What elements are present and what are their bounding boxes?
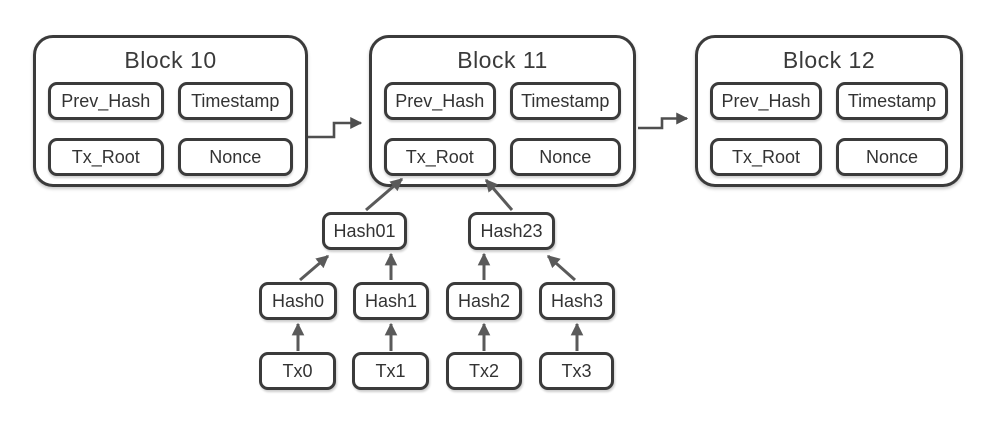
block-11-title: Block 11 xyxy=(457,47,548,73)
block-12-field-timestamp: Timestamp xyxy=(836,82,948,120)
merkle-node-hash0: Hash0 xyxy=(259,282,337,320)
block-12-fields: Prev_Hash Timestamp Tx_Root Nonce xyxy=(710,82,948,176)
block-10-fields: Prev_Hash Timestamp Tx_Root Nonce xyxy=(48,82,293,176)
connector-block11-to-block12 xyxy=(638,112,689,130)
merkle-node-tx2: Tx2 xyxy=(446,352,522,390)
merkle-node-hash1: Hash1 xyxy=(353,282,429,320)
block-10-field-prev-hash: Prev_Hash xyxy=(48,82,164,120)
block-12-field-nonce: Nonce xyxy=(836,138,948,176)
block-10: Block 10 Prev_Hash Timestamp Tx_Root Non… xyxy=(33,35,308,187)
block-11-field-timestamp: Timestamp xyxy=(509,82,621,120)
merkle-node-tx1: Tx1 xyxy=(352,352,429,390)
merkle-node-tx0: Tx0 xyxy=(259,352,336,390)
block-11-field-tx-root: Tx_Root xyxy=(384,138,496,176)
block-12-field-prev-hash: Prev_Hash xyxy=(710,82,822,120)
arrow-hash3-to-hash23 xyxy=(547,254,576,282)
block-11: Block 11 Prev_Hash Timestamp Tx_Root Non… xyxy=(369,35,636,187)
merkle-node-hash23: Hash23 xyxy=(468,212,555,250)
block-10-title: Block 10 xyxy=(124,47,217,73)
merkle-node-hash2: Hash2 xyxy=(446,282,522,320)
connector-block10-to-block11 xyxy=(308,117,363,139)
merkle-node-tx3: Tx3 xyxy=(539,352,614,390)
block-12: Block 12 Prev_Hash Timestamp Tx_Root Non… xyxy=(695,35,963,187)
block-11-fields: Prev_Hash Timestamp Tx_Root Nonce xyxy=(384,82,621,176)
block-10-field-timestamp: Timestamp xyxy=(177,82,293,120)
block-12-field-tx-root: Tx_Root xyxy=(710,138,822,176)
block-11-field-nonce: Nonce xyxy=(509,138,621,176)
block-10-field-nonce: Nonce xyxy=(177,138,293,176)
block-11-field-prev-hash: Prev_Hash xyxy=(384,82,496,120)
block-12-title: Block 12 xyxy=(782,47,876,73)
block-10-field-tx-root: Tx_Root xyxy=(48,138,164,176)
merkle-node-hash01: Hash01 xyxy=(322,212,407,250)
arrow-hash0-to-hash01 xyxy=(299,254,329,282)
merkle-node-hash3: Hash3 xyxy=(539,282,615,320)
